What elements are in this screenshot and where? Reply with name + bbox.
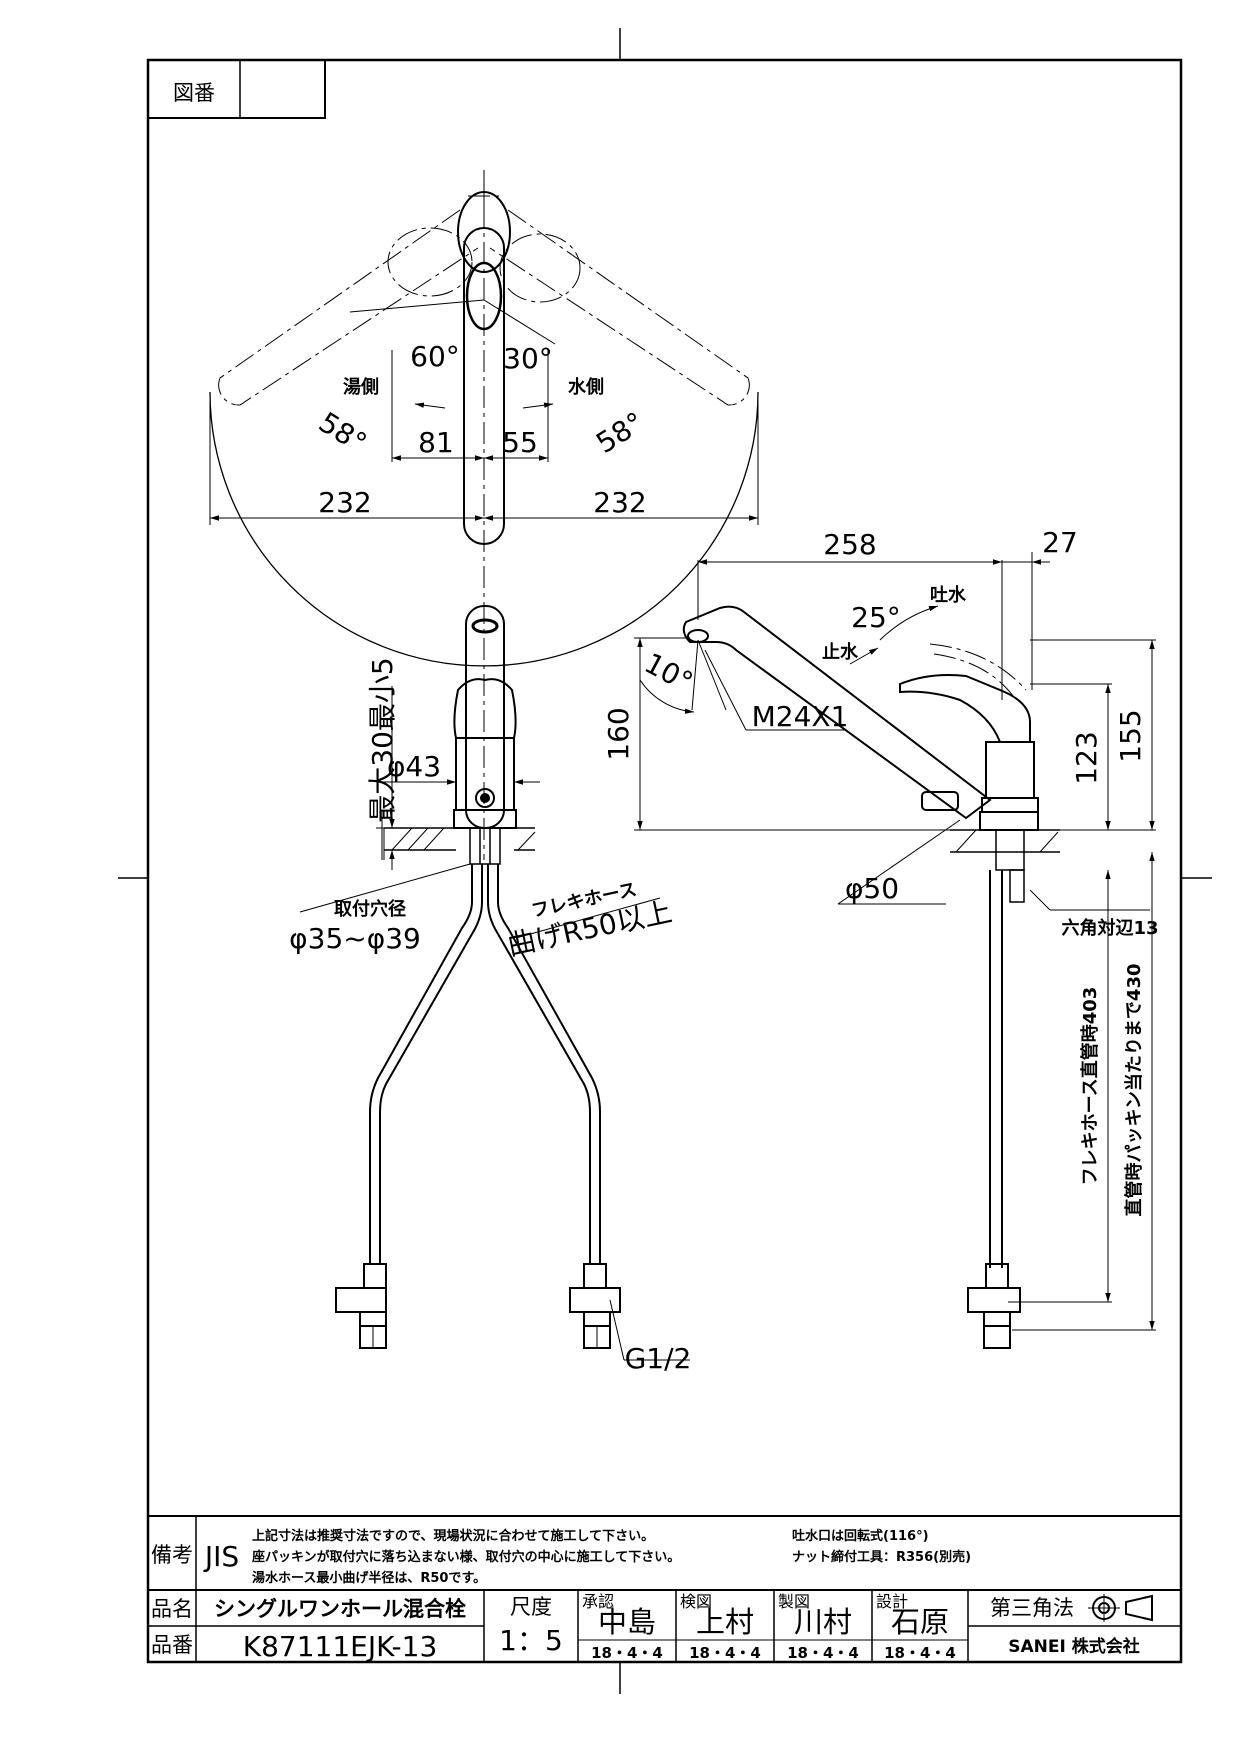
design-date: 18・4・4 — [884, 1644, 956, 1662]
dim-232-left: 232 — [318, 486, 371, 519]
draw-label: 製図 — [778, 1592, 810, 1611]
dim-160: 160 — [602, 707, 635, 760]
note-right-1: 吐水口は回転式(116°) — [792, 1528, 929, 1544]
hex-label: 六角対辺13 — [1061, 917, 1158, 939]
angle-hot: 60° — [410, 340, 460, 373]
title-block — [148, 1590, 1181, 1662]
approve-label: 承認 — [582, 1592, 614, 1611]
dim-155: 155 — [1114, 709, 1147, 762]
design-label: 設計 — [876, 1592, 908, 1611]
note-line-3: 湯水ホース最小曲げ半径は、R50です。 — [252, 1570, 486, 1586]
product-code: K87111EJK-13 — [243, 1630, 438, 1663]
note-right-2: ナット締付工具：R356(別売) — [792, 1549, 971, 1565]
swing-right: 58° — [590, 406, 650, 460]
spout-label: 吐水 — [930, 584, 967, 606]
check-date: 18・4・4 — [689, 1644, 761, 1662]
frame — [118, 28, 1212, 1694]
notes-label: 備考 — [151, 1543, 193, 1567]
cold-side-label: 水側 — [568, 376, 604, 398]
company-name: SANEI 株式会社 — [1008, 1636, 1139, 1657]
code-label: 品番 — [151, 1633, 193, 1657]
hole-label: 取付穴径 — [334, 898, 406, 920]
scale-value: 1：5 — [499, 1624, 563, 1657]
hose-straight-label: フレキホース直管時403 — [1079, 987, 1101, 1186]
scale-label: 尺度 — [510, 1595, 552, 1619]
angle-10: 10° — [639, 646, 698, 698]
dim-232-right: 232 — [593, 486, 646, 519]
hole-range: φ35~φ39 — [289, 922, 421, 955]
draw-name: 川村 — [794, 1605, 852, 1639]
draw-date: 18・4・4 — [787, 1644, 859, 1662]
notes-block: 備考 JIS 上記寸法は推奨寸法ですので、現場状況に合わせて施工して下さい。 座… — [148, 1515, 1181, 1662]
projection-symbol-icon — [1088, 1594, 1153, 1622]
product-name: シングルワンホール混合栓 — [214, 1597, 466, 1621]
angle-25: 25° — [851, 601, 901, 634]
name-label: 品名 — [151, 1597, 193, 1621]
side-view-dims — [634, 552, 1156, 1331]
note-line-1: 上記寸法は推奨寸法ですので、現場状況に合わせて施工して下さい。 — [252, 1528, 654, 1544]
thread-m24: M24X1 — [752, 700, 849, 733]
side-view-labels: 258 27 25° 吐水 止水 10° M24X1 160 123 155 φ… — [602, 526, 1159, 1217]
angle-cold: 30° — [503, 342, 553, 375]
front-view — [335, 605, 621, 1349]
swing-left: 58° — [313, 406, 373, 460]
thread-g12: G1/2 — [625, 1342, 692, 1375]
check-label: 検図 — [680, 1592, 712, 1611]
top-view-labels: 湯側 水側 60° 30° 58° 58° 81 55 232 232 — [313, 340, 650, 519]
drawing-number-label: 図番 — [173, 81, 215, 105]
packing-label: 直管時パッキン当たりまで430 — [1123, 963, 1145, 1216]
dim-55: 55 — [502, 426, 538, 459]
approve-name: 中島 — [598, 1605, 656, 1639]
stroke-label: 最大30最小5 — [366, 657, 399, 822]
side-view — [682, 605, 1060, 1349]
dim-81: 81 — [418, 426, 454, 459]
projection-label: 第三角法 — [990, 1596, 1074, 1620]
top-view — [209, 170, 759, 860]
dia-43: φ43 — [387, 750, 441, 783]
front-view-labels: 最大30最小5 φ43 取付穴径 φ35~φ39 フレキホース 曲げR50以上 … — [289, 657, 691, 1375]
approve-date: 18・4・4 — [591, 1644, 663, 1662]
title-block-text: 品名 シングルワンホール混合栓 品番 K87111EJK-13 尺度 1：5 承… — [151, 1592, 1140, 1663]
drawing-number-box: 図番 — [147, 59, 326, 119]
dim-123: 123 — [1070, 731, 1103, 784]
dim-27: 27 — [1042, 526, 1078, 559]
design-name: 石原 — [891, 1605, 949, 1639]
dia-50: φ50 — [845, 872, 899, 905]
front-view-dims — [299, 686, 690, 1361]
hot-side-label: 湯側 — [343, 376, 379, 398]
dim-258: 258 — [823, 528, 876, 561]
note-line-2: 座パッキンが取付穴に落ち込まない様、取付穴の中心に施工して下さい。 — [251, 1549, 680, 1565]
check-name: 上村 — [696, 1605, 754, 1639]
stop-label: 止水 — [822, 641, 859, 663]
standard-label: JIS — [203, 1540, 239, 1573]
